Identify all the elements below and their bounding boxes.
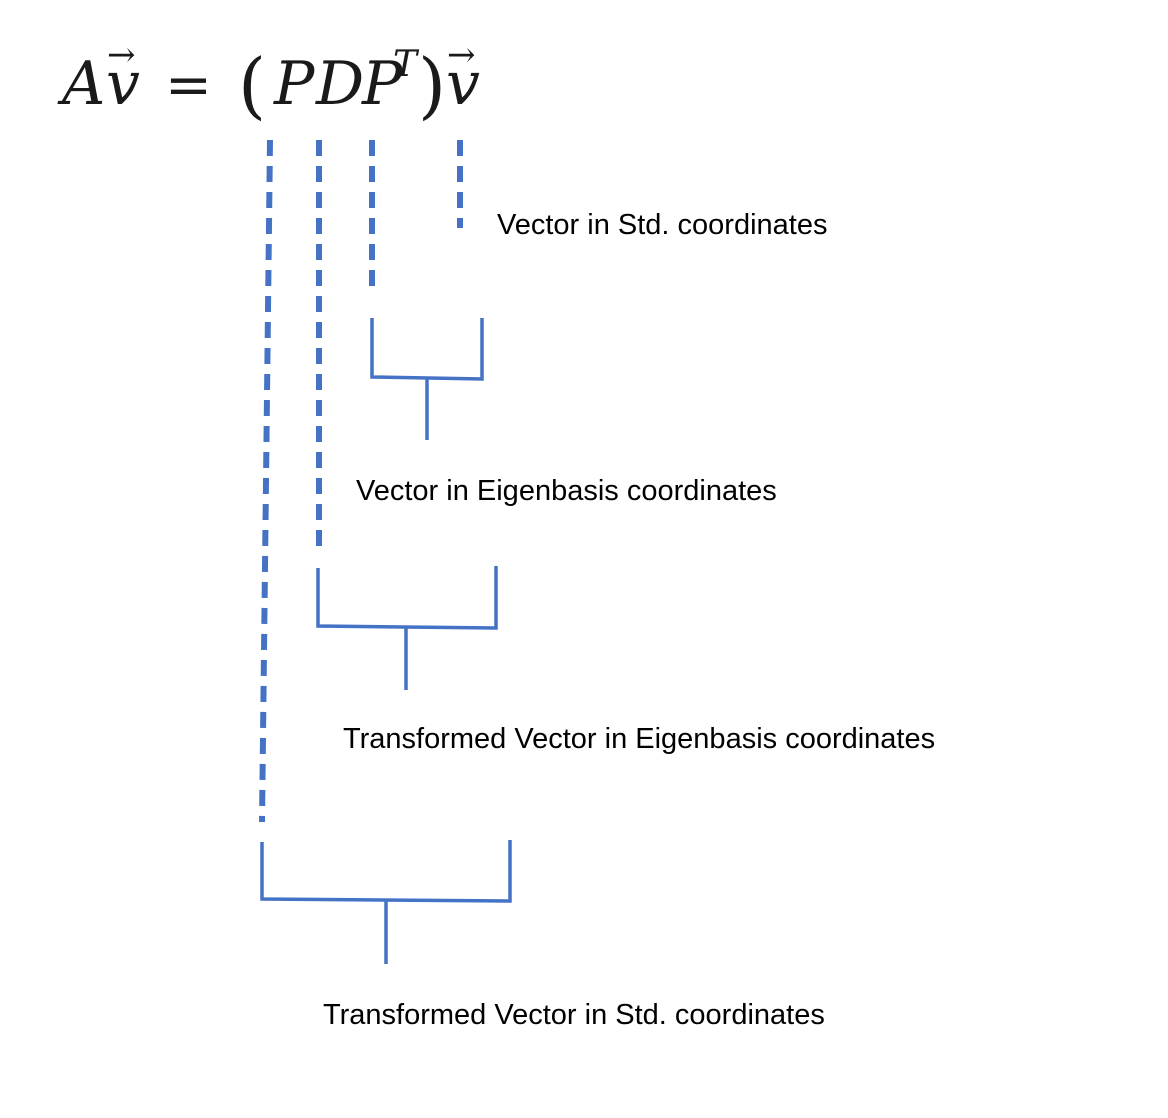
formula-arrow-left-icon: → (107, 35, 136, 75)
formula-superscript-t: T (393, 44, 420, 85)
bracket-pt-v (370, 318, 484, 440)
formula: A v → = ( P D P T ) v → (57, 35, 480, 127)
formula-open-paren: ( (238, 43, 266, 127)
formula-matrix-p-transpose: P (361, 49, 404, 119)
label-vector-std: Vector in Std. coordinates (497, 209, 827, 241)
label-transformed-std: Transformed Vector in Std. coordinates (323, 999, 825, 1031)
bracket-d-pt-v (316, 566, 498, 690)
formula-matrix-a: A (57, 49, 105, 119)
formula-matrix-p: P (273, 49, 316, 119)
label-vector-eigen: Vector in Eigenbasis coordinates (356, 475, 777, 507)
label-transformed-eigen: Transformed Vector in Eigenbasis coordin… (343, 723, 935, 755)
formula-vector-v-left: v (106, 49, 140, 119)
formula-equals: = (165, 53, 212, 118)
bracket-p-d-pt-v (260, 840, 512, 964)
formula-close-paren: ) (418, 43, 446, 127)
dashed-line-p (259, 139, 273, 823)
formula-matrix-d: D (315, 49, 364, 119)
formula-vector-v-right: v (446, 49, 480, 119)
formula-arrow-right-icon: → (447, 35, 476, 75)
